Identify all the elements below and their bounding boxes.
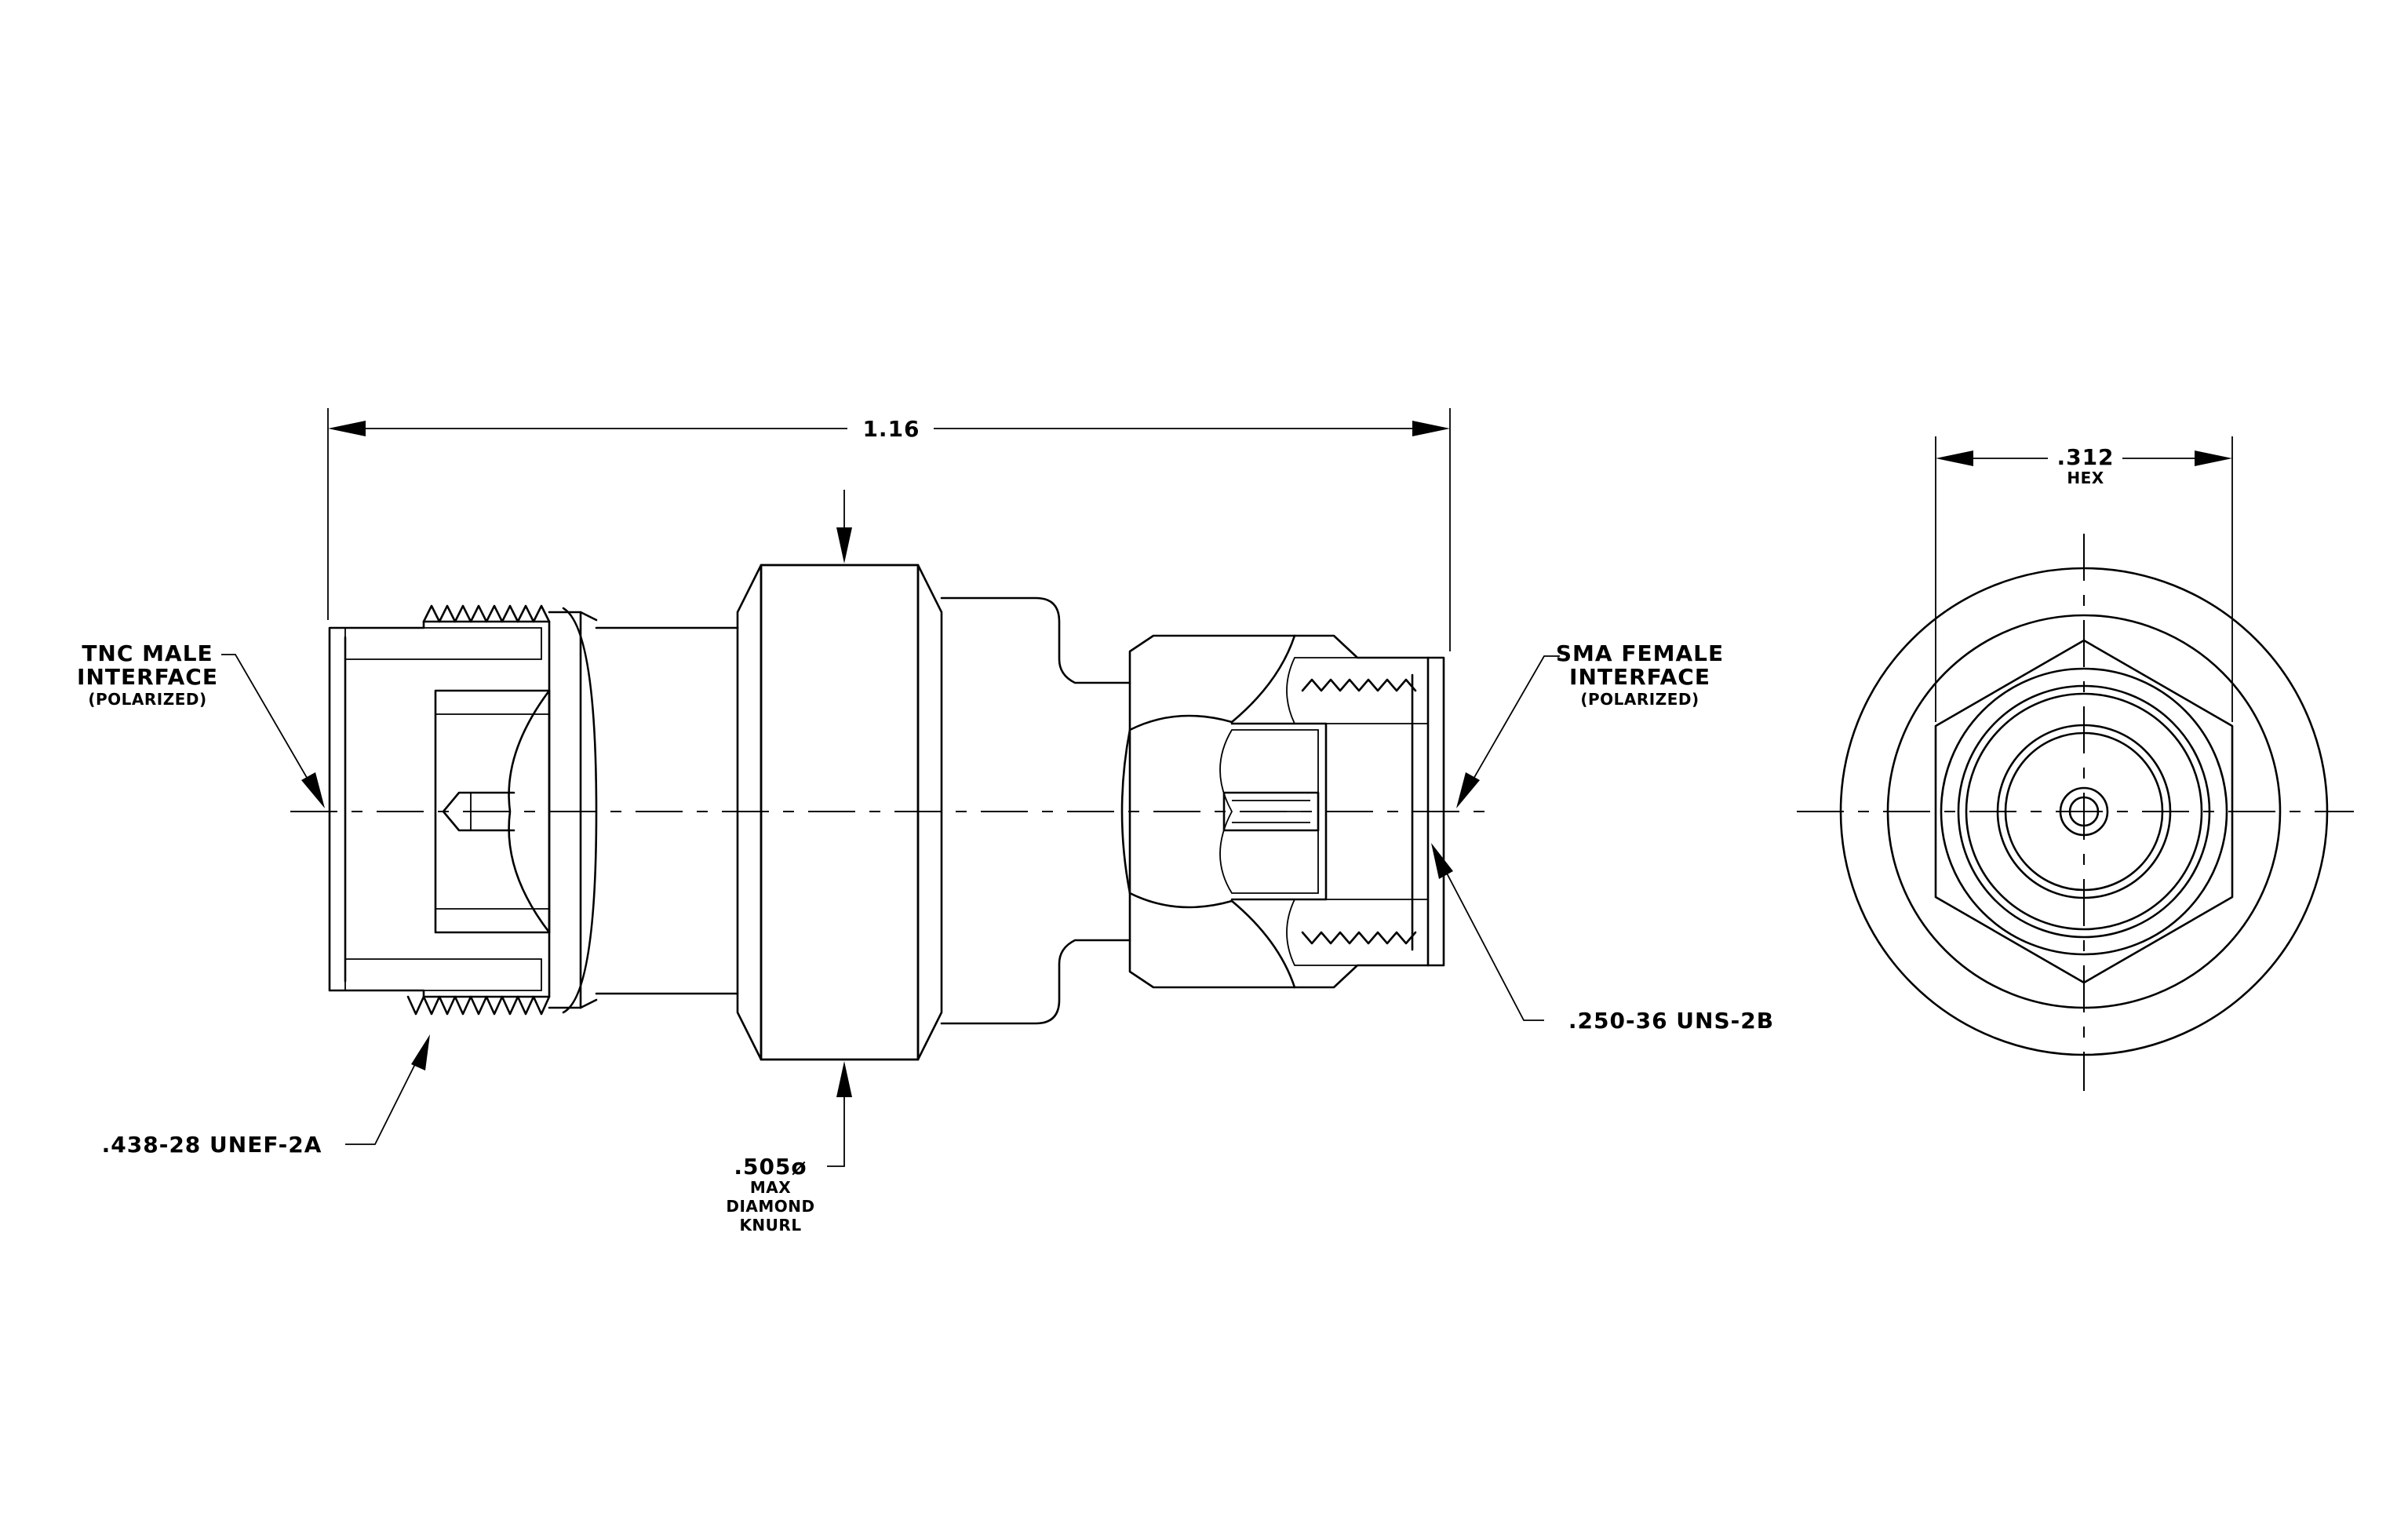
hex-word-label: HEX xyxy=(2067,469,2104,487)
thread-tnc-label: .438-28 UNEF-2A xyxy=(102,1132,322,1158)
knurl-max-label: MAX xyxy=(750,1178,791,1197)
overall-length-label: 1.16 xyxy=(862,416,920,442)
knurl-knurl-label: KNURL xyxy=(739,1216,801,1235)
tnc-interface-line1: TNC MALE xyxy=(82,640,213,666)
end-view xyxy=(1839,567,2329,1056)
rear-body xyxy=(940,596,1131,1025)
diamond-knurl-nut xyxy=(736,564,943,1061)
dimension-overall-length xyxy=(327,408,1451,651)
hex-size-label: .312 xyxy=(2056,444,2114,470)
sma-interface-line3: (POLARIZED) xyxy=(1580,690,1699,709)
knurl-diameter-label: .505ø xyxy=(734,1154,807,1180)
leader-thread-tnc xyxy=(345,1034,430,1145)
leader-sma xyxy=(1456,655,1560,808)
tnc-male-coupling xyxy=(328,604,598,1016)
sma-interface-line1: SMA FEMALE xyxy=(1556,640,1724,666)
tnc-interface-line3: (POLARIZED) xyxy=(88,690,206,709)
knurl-diamond-label: DIAMOND xyxy=(726,1197,814,1216)
leader-knurl xyxy=(827,490,852,1167)
thread-sma-label: .250-36 UNS-2B xyxy=(1568,1008,1774,1034)
tnc-interface-line2: INTERFACE xyxy=(77,664,218,690)
leader-thread-sma xyxy=(1431,843,1544,1021)
adapter-body xyxy=(595,626,739,995)
sma-interface-line2: INTERFACE xyxy=(1569,664,1710,690)
leader-tnc xyxy=(221,654,325,808)
dimension-hex xyxy=(1935,436,2233,722)
sma-female-body xyxy=(1120,634,1445,989)
